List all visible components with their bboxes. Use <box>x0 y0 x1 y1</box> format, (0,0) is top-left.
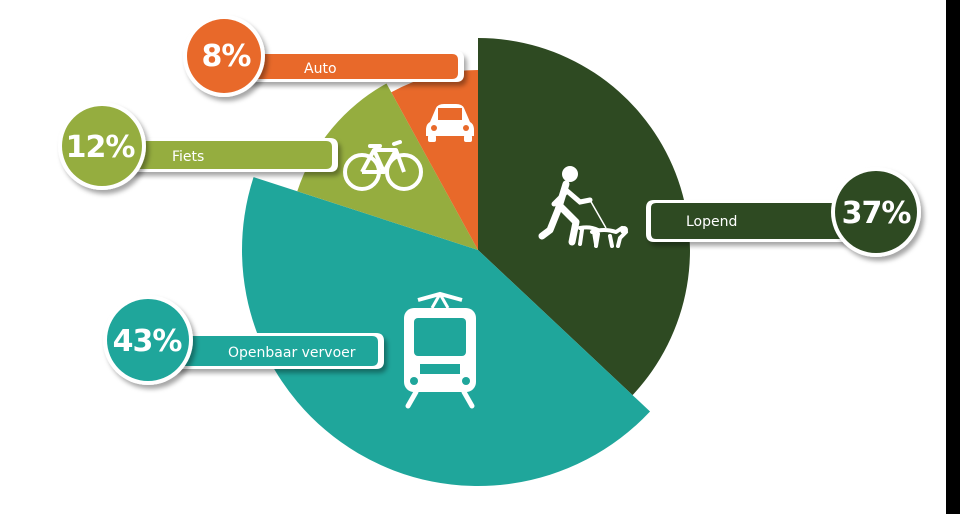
legend-callout-auto: Auto 8% <box>183 15 464 97</box>
legend-label-auto: Auto <box>304 61 337 77</box>
legend-callout-fiets: Fiets 12% <box>58 102 338 190</box>
legend-label-lopend: Lopend <box>686 214 737 230</box>
legend-callout-lopend: Lopend 37% <box>646 167 921 257</box>
legend-callout-openbaar-vervoer: Openbaar vervoer 43% <box>103 295 384 385</box>
percentage-label-openbaar-vervoer: 43% <box>113 324 183 359</box>
walking-with-dog-icon <box>538 166 628 248</box>
percentage-label-auto: 8% <box>202 39 252 74</box>
legend-label-openbaar-vervoer: Openbaar vervoer <box>228 345 356 361</box>
percentage-label-lopend: 37% <box>842 196 912 231</box>
bicycle-icon <box>343 140 423 191</box>
car-icon <box>426 104 474 142</box>
tram-icon <box>404 291 476 409</box>
legend-label-fiets: Fiets <box>172 149 204 165</box>
percentage-label-fiets: 12% <box>66 130 136 165</box>
pie-slice-lopend <box>478 38 690 396</box>
